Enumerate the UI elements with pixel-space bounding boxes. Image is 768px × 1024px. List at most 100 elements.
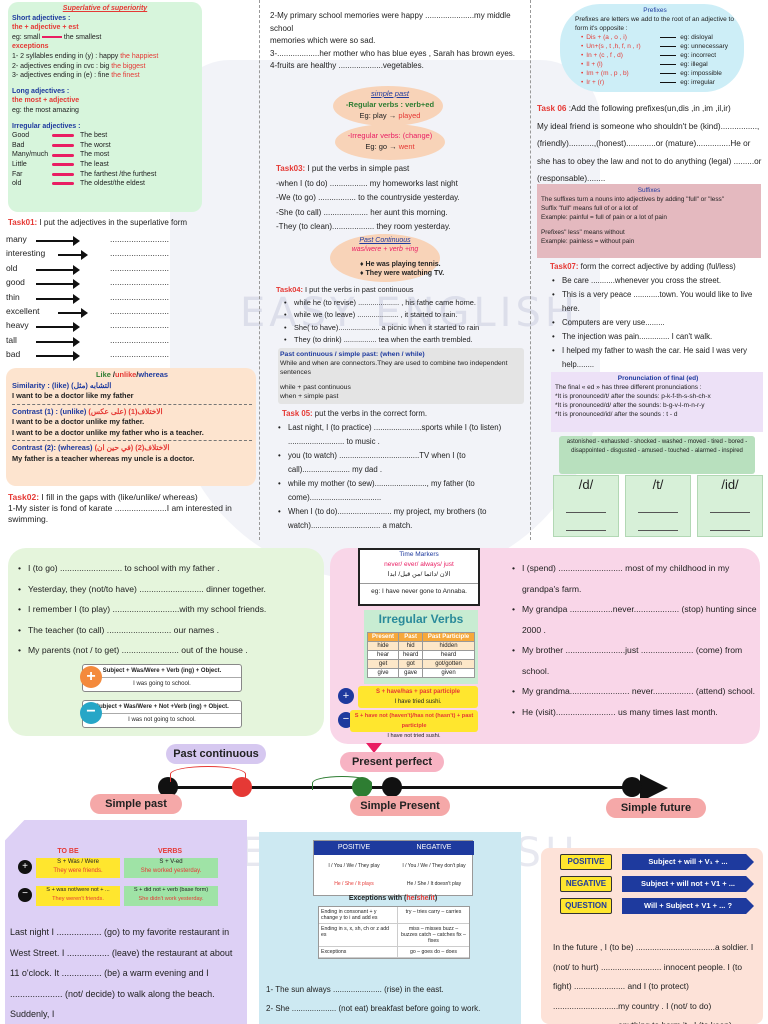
prefix-bullet-icon: • [581,43,584,50]
sp-positive-negative-table: POSITIVE NEGATIVE I / You / We / They pl… [313,840,474,896]
answer-blank[interactable]: ......................... [110,349,170,360]
arrow [52,172,74,176]
answer-blank[interactable]: ......................... [110,334,170,345]
answer-blank[interactable]: ......................... [110,291,170,302]
short-adj-example-result: the smallest [63,33,102,41]
timeline-label-simple-present: Simple Present [350,796,450,816]
task02-item: 1-My sister is fond of karate ..........… [8,503,232,524]
task06-instruction: :Add the following prefixes(un,dis ,in ,… [566,104,731,113]
pp-positive-example: I have tried sushi. [394,699,442,705]
sp-verb-negative-rule: S + did not + verb (base form) [133,887,209,893]
answer-blank[interactable]: ......................... [110,234,170,244]
like-unlike-content: Like /unlike/whereas Similarity : (like)… [12,370,252,464]
long-adj-rule: the most + adjective [12,97,80,105]
future-positive-label: POSITIVE [560,854,612,870]
simple-present-exercise: 1- The sun always ......................… [266,980,518,1024]
exception-1: 1- 2 syllables ending in (y) : happy [12,52,119,60]
irregular-verbs-header: Past [398,632,424,642]
task01-item: interesting......................... [6,248,256,262]
pronunciation-intro: The final « ed » has three different pro… [555,384,702,391]
task05-item: Last night, I (to practice) ............… [276,421,528,449]
timeline-label-past-continuous: Past continuous [166,744,266,764]
prefix-rule: Il + (l) [586,61,603,68]
while-rule: while + past continuous [280,384,351,391]
arrow-icon [58,250,88,261]
positive-row: He / She / It plays [334,881,374,887]
positive-row: I / You / We / They play [328,863,380,869]
answer-blank[interactable]: ......................... [110,320,170,331]
arrow [52,182,74,186]
task05-list: Last night, I (to practice) ............… [276,421,528,533]
exceptions-title: Exceptions with (he/she/it) [348,895,438,902]
task04-item: while we (to leave) ....................… [282,309,528,322]
task02: Task02: I fill in the gaps with (like/un… [8,492,258,525]
future-question-rule: Will + Subject + V1 + ... ? [622,898,754,914]
prefixes-title: Prefixes [643,7,667,14]
long-adj-heading: Long adjectives : [12,87,70,95]
irregular-verbs-header: Present [366,632,400,642]
prefix-example: eg: incorrect [680,52,717,59]
task07: Task07: form the correct adjective by ad… [550,260,764,372]
answer-blank[interactable]: ......................... [110,262,170,273]
prefix-example: eg: impossible [680,70,722,77]
prefix-row: •In + (c , f , d)eg: incorrect [575,51,735,60]
prefix-example: eg: disloyal [680,34,713,41]
task05-item: When I (to do)......................... … [276,505,528,533]
suffixes-box: Suffixes The suffixes turn a nouns into … [541,186,757,246]
task04-item: They (to drink) ................ tea whe… [282,334,528,347]
task07-item: The injection was pain.............. I c… [550,330,764,344]
irregular-superlative: The best [80,132,108,140]
prefix-bullet-icon: • [581,79,584,86]
task01-word: heavy [6,320,29,331]
answer-blank[interactable]: ......................... [110,305,170,316]
time-markers-box: Time Markers never/ ever/ always/ just ا… [358,548,480,606]
past-continuous-cloud [330,234,440,282]
sp-tobe-negative: S + was not/were not + ...They weren't f… [36,886,120,906]
task06: Task 06 :Add the following prefixes(un,d… [537,100,763,188]
prefix-row: •Dis + (a , o , i)eg: disloyal [575,33,735,42]
task07-item: I helped my father to wash the car. He s… [550,344,764,372]
past-exercise-item: I (to go) .......................... to … [16,558,320,579]
regular-verbs-rule: -Regular verbs : verb+ed [345,100,435,109]
sp-verb-negative-example: She didn't work yesterday. [138,896,204,902]
past-exercise-item: The teacher (to call) ..................… [16,620,320,641]
prefix-rule: Im + (m , p , b) [586,70,629,77]
timeline-dot-present [382,777,402,797]
past-continuous-example2-text: They were watching TV. [365,270,445,277]
irregular-verbs-cell: hide [366,641,400,651]
irregular-verbs-cell: heard [398,650,424,660]
arrow-icon [36,336,80,347]
irregular-verbs-cell: heard [422,650,475,660]
prefix-rule: Un+(s , t ,h, f, n , r) [586,43,641,50]
task05-item: while my mother (to sew)................… [276,477,528,505]
task01-list: many.........................interesting… [6,234,256,364]
pronunciation-panel [551,372,763,432]
past-continuous-rule: was/were + verb +ing [351,246,419,253]
task01-word: thin [6,291,20,302]
arrow [660,46,677,47]
arrow-icon [36,293,80,304]
answer-blank[interactable]: ......................... [110,248,170,259]
contrast1-label: Contrast (1) : (unlike) [12,406,87,416]
task06-label: Task 06 [537,104,567,113]
pp-positive-rule: S + have/has + past participle [375,689,461,695]
answer-blank[interactable]: ......................... [110,277,170,288]
future-positive-rule: Subject + will + V₁ + ... [622,854,754,870]
task01-word: tall [6,334,17,345]
arrow [52,134,74,138]
exceptions-row: Ending in consonant + y change y to i an… [319,907,469,924]
prefix-row: •Im + (m , p , b)eg: impossible [575,69,735,78]
task03: Task03: I put the verbs in simple past -… [276,162,528,235]
task01-word: old [6,262,18,273]
simple-present-item: 1- The sun always ......................… [266,985,444,994]
simple-past-cloud-2 [335,124,445,160]
irregular-superlative: The farthest /the furthest [80,170,157,178]
pc-positive-rule: Subject + Was/Were + Verb (ing) + Object… [83,665,241,678]
prefix-example: eg: unnecessary [680,43,728,50]
